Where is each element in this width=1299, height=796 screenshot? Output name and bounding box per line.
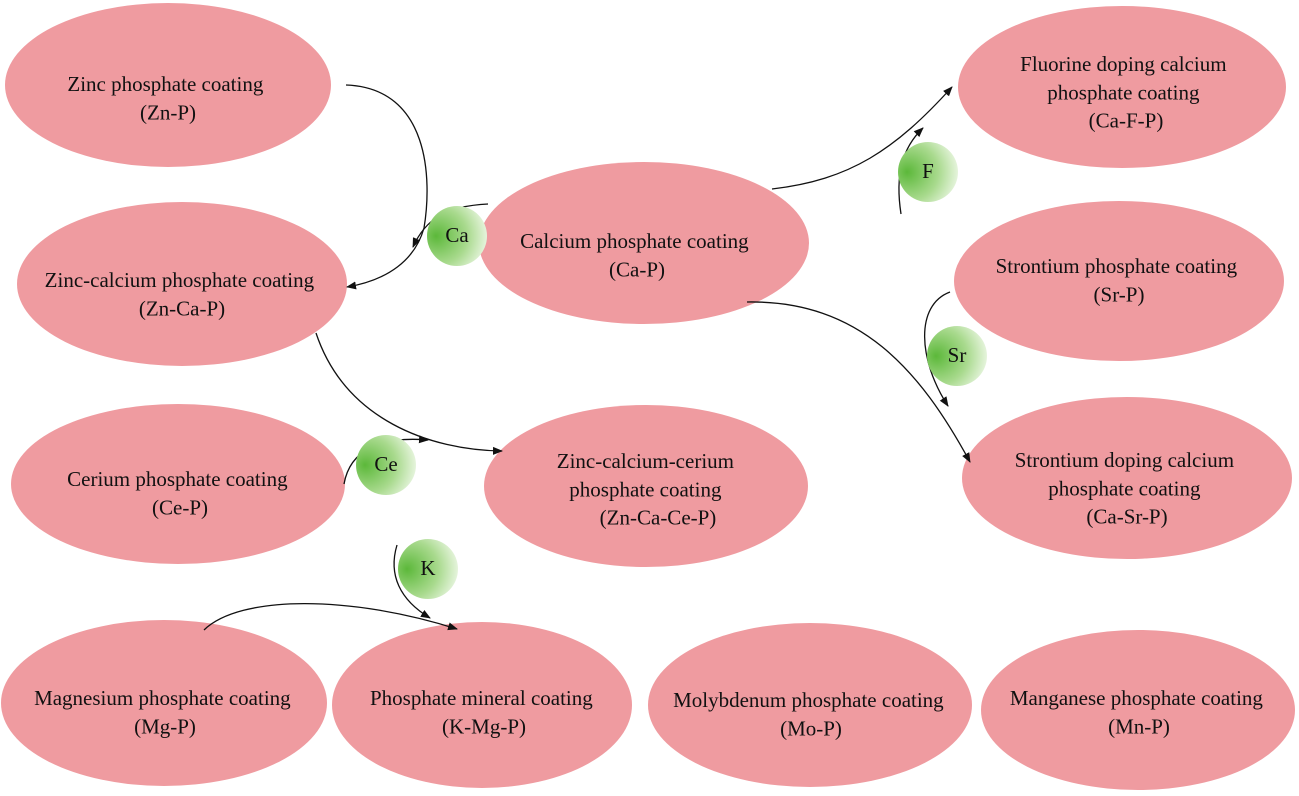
node-ca-f-p-label: Fluorine doping calcium phosphate coatin…: [1020, 52, 1232, 133]
node-mo-p: Molybdenum phosphate coating (Mo-P): [648, 623, 972, 787]
badge-f: F: [898, 142, 958, 202]
arrow-k-to-k-mg-p: [393, 544, 431, 619]
node-ca-f-p: Fluorine doping calcium phosphate coatin…: [958, 6, 1286, 168]
node-ce-p-label: Cerium phosphate coating (Ce-P): [67, 467, 293, 519]
arrow-sr-to-ca-sr-p: [924, 291, 951, 407]
node-zn-p-label: Zinc phosphate coating (Zn-P): [67, 72, 268, 124]
node-sr-p-label: Strontium phosphate coating (Sr-P): [996, 254, 1243, 306]
badge-ce: Ce: [356, 435, 416, 495]
badge-k: K: [398, 539, 458, 599]
badge-k-circle: [398, 539, 458, 599]
node-zn-ca-ce-p-label: Zinc-calcium-cerium phosphate coating (Z…: [557, 449, 740, 530]
node-ca-p-label: Calcium phosphate coating (Ca-P): [520, 229, 754, 281]
node-zn-ca-p: Zinc-calcium phosphate coating (Zn-Ca-P): [17, 202, 347, 366]
badge-sr-label: Sr: [948, 343, 967, 367]
node-zn-ca-p-label: Zinc-calcium phosphate coating (Zn-Ca-P): [45, 268, 320, 320]
arrow-zn-ca-p-to-zn-ca-ce-p: [315, 332, 503, 455]
badge-k-label: K: [420, 556, 435, 580]
badge-sr: Sr: [927, 326, 987, 386]
node-mn-p-label: Manganese phosphate coating (Mn-P): [1010, 686, 1268, 738]
node-ca-p: Calcium phosphate coating (Ca-P): [479, 162, 809, 324]
node-k-mg-p: Phosphate mineral coating (K-Mg-P): [332, 622, 632, 788]
node-zn-p: Zinc phosphate coating (Zn-P): [5, 3, 331, 167]
badge-ca-label: Ca: [445, 223, 469, 247]
node-ca-sr-p: Strontium doping calcium phosphate coati…: [962, 397, 1292, 559]
badge-ce-circle: [356, 435, 416, 495]
node-mg-p: Magnesium phosphate coating (Mg-P): [1, 620, 327, 786]
arrow-ca-p-to-ca-f-p: [771, 86, 953, 190]
arrow-mg-p-to-k-mg-p: [203, 603, 458, 631]
badge-ce-label: Ce: [374, 452, 397, 476]
node-ca-sr-p-label: Strontium doping calcium phosphate coati…: [1015, 448, 1240, 529]
arrow-ca-p-to-ca-sr-p: [746, 301, 971, 463]
badge-f-circle: [898, 142, 958, 202]
node-zn-ca-ce-p: Zinc-calcium-cerium phosphate coating (Z…: [484, 405, 808, 567]
badge-ca-circle: [427, 206, 487, 266]
node-k-mg-p-label: Phosphate mineral coating (K-Mg-P): [370, 686, 598, 738]
badge-f-label: F: [922, 159, 934, 183]
arrow-zn-p-to-zn-ca-p: [345, 84, 428, 290]
badge-sr-circle: [927, 326, 987, 386]
node-mg-p-label: Magnesium phosphate coating (Mg-P): [34, 686, 296, 738]
node-mo-p-label: Molybdenum phosphate coating (Mo-P): [673, 688, 949, 740]
node-ce-p: Cerium phosphate coating (Ce-P): [11, 404, 345, 564]
node-sr-p: Strontium phosphate coating (Sr-P): [954, 201, 1284, 361]
badge-ca: Ca: [427, 206, 487, 266]
node-mn-p: Manganese phosphate coating (Mn-P): [981, 630, 1295, 790]
